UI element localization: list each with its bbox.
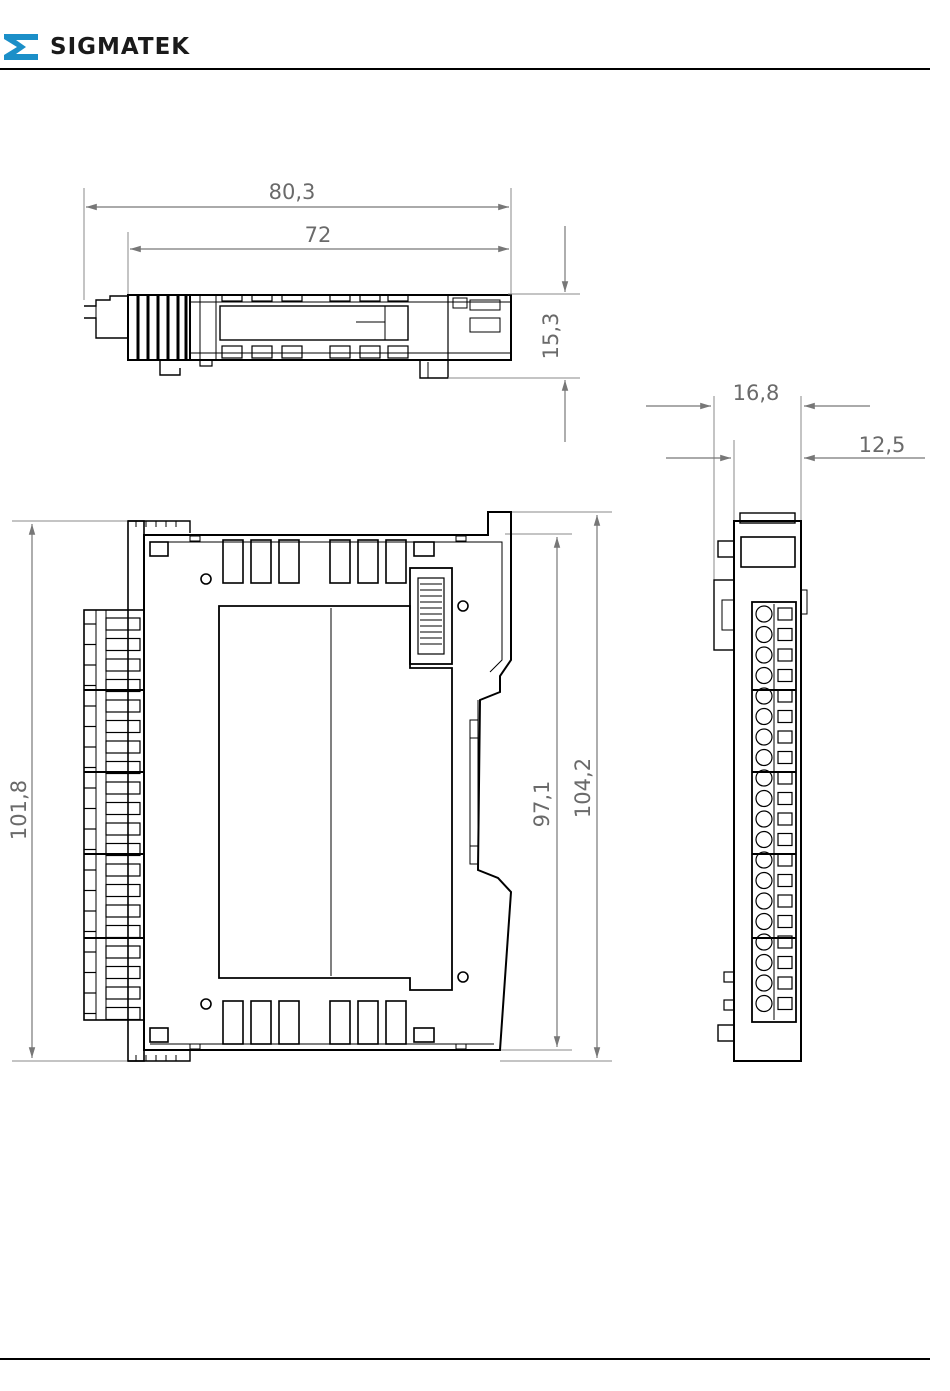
terminal-wire-slot: [778, 895, 792, 907]
top-view: [84, 188, 580, 442]
dim-top-body-width: 72: [305, 223, 332, 247]
terminal-wire-slot: [778, 649, 792, 661]
terminal-release-circle: [756, 668, 772, 684]
terminal-wire-slot: [778, 772, 792, 784]
dim-top-overall-width: 80,3: [269, 180, 316, 204]
terminal-clamp: [106, 946, 140, 958]
terminal-wire-slot: [778, 957, 792, 969]
terminal-release-circle: [756, 811, 772, 827]
dim-side-offset: 12,5: [859, 433, 906, 457]
terminal-clamp: [106, 659, 140, 671]
terminal-release-circle: [756, 750, 772, 766]
terminal-wire-slot: [778, 854, 792, 866]
terminal-wire-slot: [778, 834, 792, 846]
terminal-wire-slot: [778, 690, 792, 702]
terminal-clamp: [106, 803, 140, 815]
terminal-release-circle: [756, 955, 772, 971]
terminal-wire-slot: [778, 813, 792, 825]
footer-rule: [0, 1358, 930, 1360]
terminal-clamp: [106, 864, 140, 876]
terminal-clamp: [106, 905, 140, 917]
dim-front-height-outer: 104,2: [571, 758, 595, 818]
terminal-clamp: [106, 741, 140, 753]
terminal-release-circle: [756, 606, 772, 622]
terminal-release-circle: [756, 729, 772, 745]
terminal-clamp: [106, 639, 140, 651]
terminal-clamp: [106, 782, 140, 794]
terminal-release-circle: [756, 934, 772, 950]
terminal-clamp: [106, 926, 140, 938]
terminal-clamp: [106, 721, 140, 733]
dim-top-height: 15,3: [539, 313, 563, 360]
dim-front-height-left: 101,8: [7, 780, 31, 840]
terminal-wire-slot: [778, 608, 792, 620]
terminal-clamp: [106, 618, 140, 630]
terminal-wire-slot: [778, 977, 792, 989]
terminal-wire-slot: [778, 670, 792, 682]
terminal-clamp: [106, 885, 140, 897]
terminal-release-circle: [756, 791, 772, 807]
terminal-clamp: [106, 1008, 140, 1020]
terminal-release-circle: [756, 996, 772, 1012]
terminal-release-circle: [756, 647, 772, 663]
terminal-wire-slot: [778, 793, 792, 805]
dim-front-height-inner: 97,1: [530, 781, 554, 828]
terminal-clamp: [106, 967, 140, 979]
terminal-release-circle: [756, 914, 772, 930]
terminal-clamp: [106, 987, 140, 999]
front-view: [12, 512, 612, 1061]
terminal-wire-slot: [778, 731, 792, 743]
terminal-clamp: [106, 823, 140, 835]
terminal-wire-slot: [778, 752, 792, 764]
terminal-release-circle: [756, 627, 772, 643]
dim-side-width: 16,8: [733, 381, 780, 405]
terminal-wire-slot: [778, 629, 792, 641]
terminal-release-circle: [756, 975, 772, 991]
terminal-wire-slot: [778, 711, 792, 723]
side-view: [646, 396, 925, 1061]
terminal-clamp: [106, 700, 140, 712]
terminal-release-circle: [756, 832, 772, 848]
terminal-release-circle: [756, 893, 772, 909]
terminal-wire-slot: [778, 998, 792, 1010]
terminal-release-circle: [756, 709, 772, 725]
terminal-wire-slot: [778, 916, 792, 928]
terminal-wire-slot: [778, 875, 792, 887]
terminal-release-circle: [756, 873, 772, 889]
